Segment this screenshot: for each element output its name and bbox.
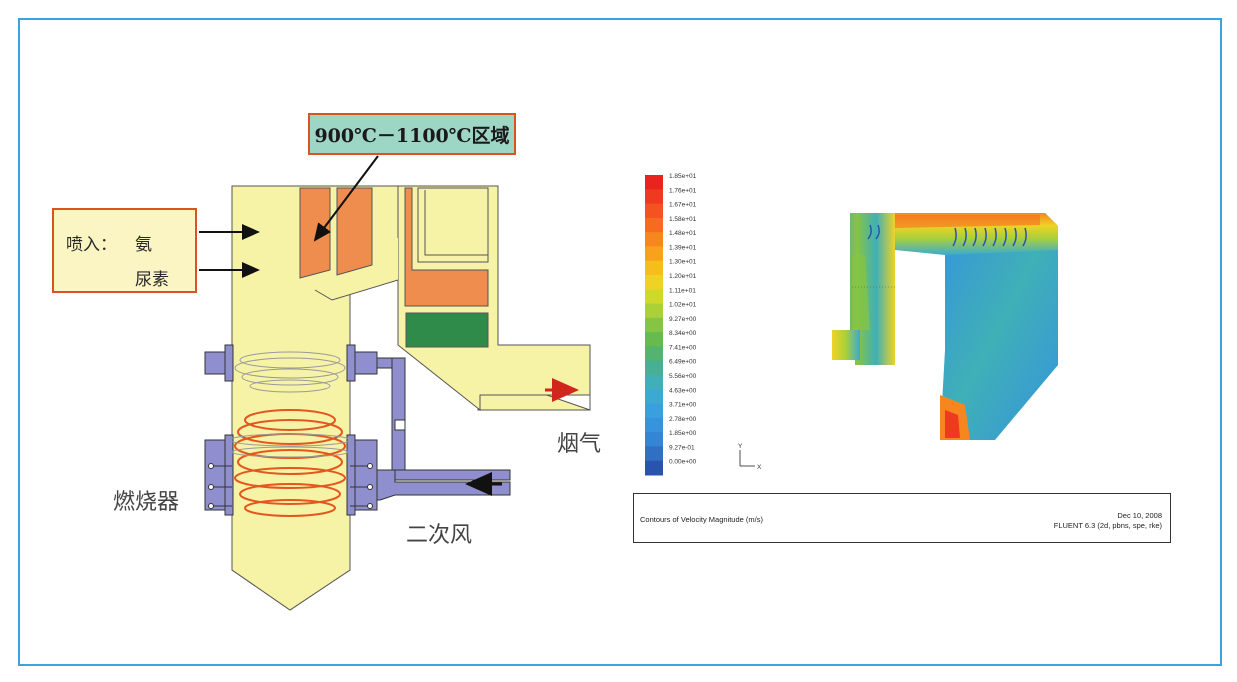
caption-title: Contours of Velocity Magnitude (m/s) [640, 515, 763, 524]
zone-label: 900℃－1100℃区域 [314, 124, 510, 147]
secondary-air-label: 二次风 [406, 523, 473, 548]
colorbar-tick-label: 1.30e+01 [669, 259, 697, 266]
colorbar-tick-label: 1.58e+01 [669, 216, 697, 223]
colorbar-swatch [645, 317, 663, 333]
caption-date: Dec 10, 2008 [1117, 511, 1162, 520]
colorbar-tick-label: 9.27e-01 [669, 444, 695, 451]
colorbar-swatch [645, 189, 663, 205]
colorbar-swatch [645, 260, 663, 276]
colorbar-tick-label: 0.00e+00 [669, 459, 697, 466]
colorbar-swatch [645, 360, 663, 376]
axis-y-label: Y [738, 443, 743, 450]
colorbar-tick-label: 6.49e+00 [669, 359, 697, 366]
colorbar-swatch [645, 175, 663, 190]
colorbar-tick-label: 4.63e+00 [669, 387, 697, 394]
caption-version: FLUENT 6.3 (2d, pbns, spe, rke) [1053, 521, 1162, 530]
colorbar-tick-label: 1.39e+01 [669, 244, 697, 251]
colorbar-swatch [645, 446, 663, 462]
colorbar-swatch [645, 289, 663, 305]
colorbar-tick-label: 8.34e+00 [669, 330, 697, 337]
colorbar-tick-label: 2.78e+00 [669, 416, 697, 423]
inject-item-urea: 尿素 [135, 270, 169, 290]
plot-caption: Contours of Velocity Magnitude (m/s) Dec… [633, 493, 1171, 543]
colorbar-swatch [645, 303, 663, 319]
colorbar-swatch [645, 432, 663, 447]
colorbar-tick-label: 1.20e+01 [669, 273, 697, 280]
colorbar-swatch [645, 417, 663, 433]
axis-triad [739, 450, 755, 467]
colorbar-swatch [645, 403, 663, 419]
reaction-swirl-upper [234, 351, 346, 393]
colorbar-tick-label: 9.27e+00 [669, 316, 697, 323]
colorbar-swatch [645, 246, 663, 262]
colorbar: 1.85e+01 1.76e+01 1.67e+01 1.58e+01 1.48e+01… [645, 173, 697, 476]
cfd-back-pass [940, 213, 1058, 440]
platen-2 [336, 187, 373, 276]
zone-label-box: 900℃－1100℃区域 [308, 113, 516, 155]
colorbar-swatch [645, 275, 663, 290]
colorbar-tick-label: 1.76e+01 [669, 187, 697, 194]
colorbar-swatch [645, 332, 663, 347]
colorbar-swatch [645, 389, 663, 405]
inject-item-ammonia: 氨 [135, 235, 152, 255]
axis-x-label: X [757, 464, 762, 471]
colorbar-swatch [645, 217, 663, 233]
colorbar-swatch [645, 460, 663, 476]
colorbar-swatch [645, 375, 663, 390]
injection-label-box: 喷入： 氨 尿素 [52, 208, 197, 293]
colorbar-tick-label: 7.41e+00 [669, 344, 697, 351]
colorbar-tick-label: 1.85e+01 [669, 173, 697, 180]
colorbar-tick-label: 1.48e+01 [669, 230, 697, 237]
colorbar-swatch [645, 346, 663, 362]
colorbar-tick-label: 3.71e+00 [669, 402, 697, 409]
colorbar-swatch [645, 203, 663, 219]
economizer [405, 312, 489, 348]
colorbar-tick-label: 1.85e+00 [669, 430, 697, 437]
colorbar-swatch [645, 232, 663, 247]
colorbar-tick-label: 1.02e+01 [669, 302, 697, 309]
flame-swirl [234, 409, 346, 517]
burner-label: 燃烧器 [113, 490, 180, 515]
inject-prefix: 喷入： [66, 235, 117, 255]
colorbar-tick-label: 5.56e+00 [669, 373, 697, 380]
colorbar-tick-label: 1.11e+01 [669, 287, 696, 294]
colorbar-tick-label: 1.67e+01 [669, 202, 697, 209]
flue-gas-label: 烟气 [557, 432, 602, 457]
figure-frame [18, 18, 1222, 666]
